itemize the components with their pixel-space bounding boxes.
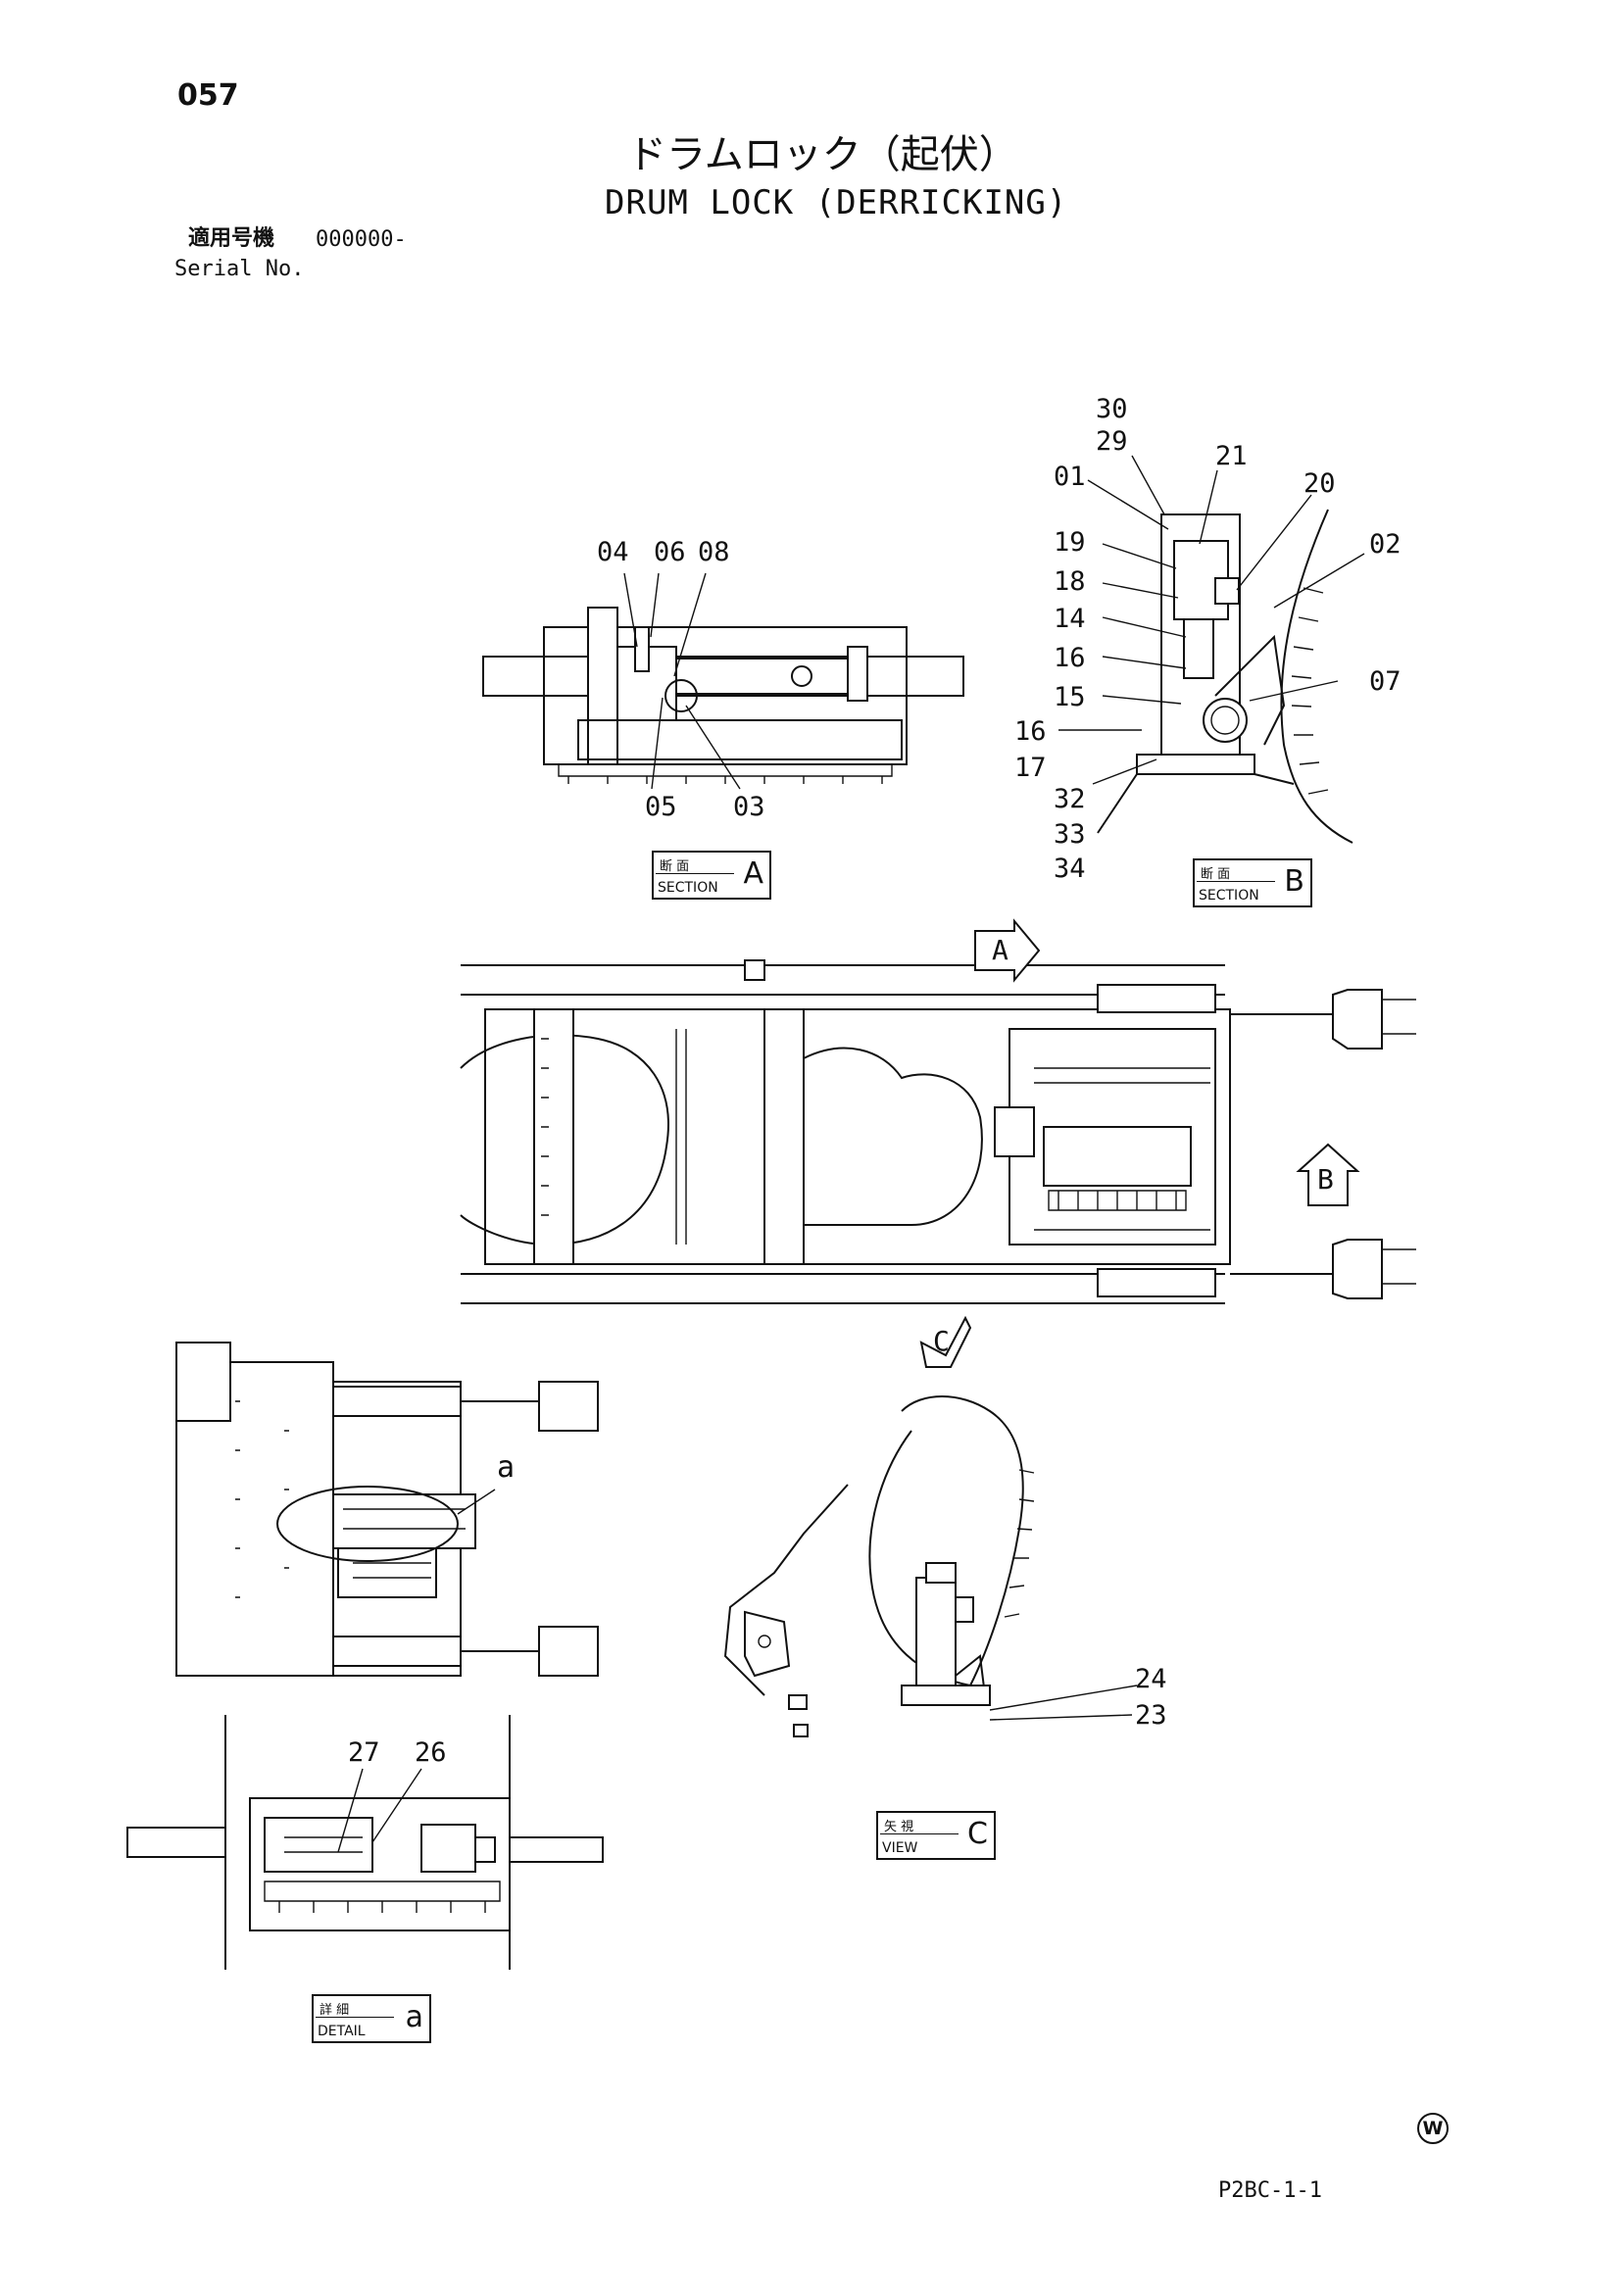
w-mark-icon: W [1417, 2113, 1449, 2144]
callout-06: 06 [654, 537, 686, 567]
title-english: DRUM LOCK (DERRICKING) [605, 183, 1068, 222]
detail-a-tag-jp: 詳 細 [320, 2003, 350, 2018]
callout-17: 17 [1014, 753, 1047, 783]
callout-20: 20 [1303, 468, 1336, 499]
callout-01: 01 [1054, 462, 1086, 492]
detail-a-tag-letter: a [405, 2000, 423, 2034]
title-japanese: ドラムロック（起伏） [627, 132, 1018, 177]
section-a-tag-rule [656, 873, 734, 874]
detail-a-tag-rule [316, 2017, 394, 2018]
callout-07: 07 [1369, 666, 1402, 697]
callout-05: 05 [645, 792, 677, 822]
view-c-tag-jp: 矢 視 [884, 1820, 914, 1834]
callout-32: 32 [1054, 784, 1086, 814]
section-b-tag: 断 面 SECTION B [1193, 858, 1312, 907]
page-code: P2BC-1-1 [1218, 2178, 1322, 2203]
section-b-tag-rule [1197, 881, 1275, 882]
callout-04: 04 [597, 537, 629, 567]
view-c-tag: 矢 視 VIEW C [876, 1811, 996, 1860]
overview-frame-drawing [460, 918, 1416, 1368]
plan-view-drawing [175, 1342, 599, 1677]
callout-24: 24 [1135, 1664, 1167, 1694]
serial-value: 000000- [316, 227, 407, 252]
callout-19: 19 [1054, 527, 1086, 558]
detail-a-tag: 詳 細 DETAIL a [312, 1994, 431, 2043]
page-number: 057 [177, 78, 239, 113]
section-a-tag-en: SECTION [658, 880, 718, 896]
serial-label-jp: 適用号機 [188, 226, 275, 251]
view-c-tag-en: VIEW [882, 1840, 918, 1856]
callout-30: 30 [1096, 394, 1128, 424]
serial-label-en: Serial No. [174, 257, 305, 281]
callout-15: 15 [1054, 682, 1086, 712]
section-b-tag-letter: B [1284, 864, 1304, 899]
callout-34: 34 [1054, 854, 1086, 884]
view-c-tag-letter: C [967, 1817, 988, 1851]
section-b-tag-jp: 断 面 [1201, 867, 1231, 882]
callout-18: 18 [1054, 566, 1086, 597]
callout-33: 33 [1054, 819, 1086, 850]
detail-a-drawing [126, 1715, 604, 1970]
callout-27: 27 [348, 1737, 380, 1768]
section-a-tag: 断 面 SECTION A [652, 851, 771, 900]
callout-02: 02 [1369, 529, 1402, 560]
detail-a-tag-en: DETAIL [318, 2024, 366, 2039]
arrow-b-label: B [1317, 1163, 1334, 1196]
section-a-drawing [482, 572, 964, 790]
callout-23: 23 [1135, 1700, 1167, 1731]
section-a-tag-letter: A [743, 856, 763, 891]
section-a-tag-jp: 断 面 [660, 859, 690, 874]
callout-16a: 16 [1054, 643, 1086, 673]
callout-14: 14 [1054, 604, 1086, 634]
arrow-c-label: C [933, 1325, 950, 1357]
circle-a-label: a [497, 1450, 516, 1485]
callout-21: 21 [1215, 441, 1248, 471]
callout-26: 26 [415, 1737, 447, 1768]
callout-16b: 16 [1014, 716, 1047, 747]
view-c-drawing [723, 1395, 1138, 1737]
section-b-drawing [1058, 455, 1365, 844]
callout-08: 08 [698, 537, 730, 567]
arrow-a-label: A [992, 934, 1008, 966]
view-c-tag-rule [880, 1833, 959, 1834]
callout-03: 03 [733, 792, 765, 822]
callout-29: 29 [1096, 426, 1128, 457]
section-b-tag-en: SECTION [1199, 888, 1259, 904]
